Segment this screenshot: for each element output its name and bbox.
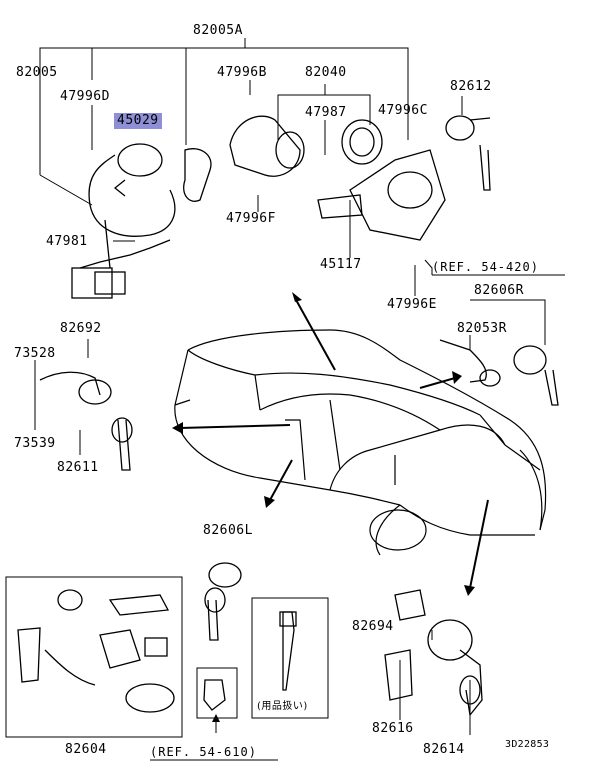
part-82694[interactable]: 82694 [352, 619, 394, 634]
part-82005a[interactable]: 82005A [193, 23, 243, 38]
ref-54-420[interactable]: (REF. 54-420) [432, 260, 539, 274]
diagram-code: 3D22853 [505, 739, 550, 750]
part-82053r[interactable]: 82053R [457, 321, 507, 336]
part-47996c[interactable]: 47996C [378, 103, 428, 118]
part-82606l[interactable]: 82606L [203, 523, 253, 538]
ref-54-610-box [196, 667, 238, 719]
part-82612[interactable]: 82612 [450, 79, 492, 94]
part-82005[interactable]: 82005 [16, 65, 58, 80]
part-82611[interactable]: 82611 [57, 460, 99, 475]
part-82040[interactable]: 82040 [305, 65, 347, 80]
part-45029-highlighted[interactable]: 45029 [114, 113, 162, 129]
part-82692[interactable]: 82692 [60, 321, 102, 336]
part-47996f[interactable]: 47996F [226, 211, 276, 226]
part-47996e[interactable]: 47996E [387, 297, 437, 312]
part-45117[interactable]: 45117 [320, 257, 362, 272]
accessory-note: (用品扱い) [257, 701, 308, 712]
part-47996d[interactable]: 47996D [60, 89, 110, 104]
82604-box [5, 576, 183, 738]
part-82606r[interactable]: 82606R [474, 283, 524, 298]
part-73539[interactable]: 73539 [14, 436, 56, 451]
part-73528[interactable]: 73528 [14, 346, 56, 361]
part-47981[interactable]: 47981 [46, 234, 88, 249]
part-82604[interactable]: 82604 [65, 742, 107, 757]
part-82616[interactable]: 82616 [372, 721, 414, 736]
ref-54-610[interactable]: (REF. 54-610) [150, 745, 257, 759]
part-82614[interactable]: 82614 [423, 742, 465, 757]
part-47987[interactable]: 47987 [305, 105, 347, 120]
part-47996b[interactable]: 47996B [217, 65, 267, 80]
accessory-box [251, 597, 329, 719]
